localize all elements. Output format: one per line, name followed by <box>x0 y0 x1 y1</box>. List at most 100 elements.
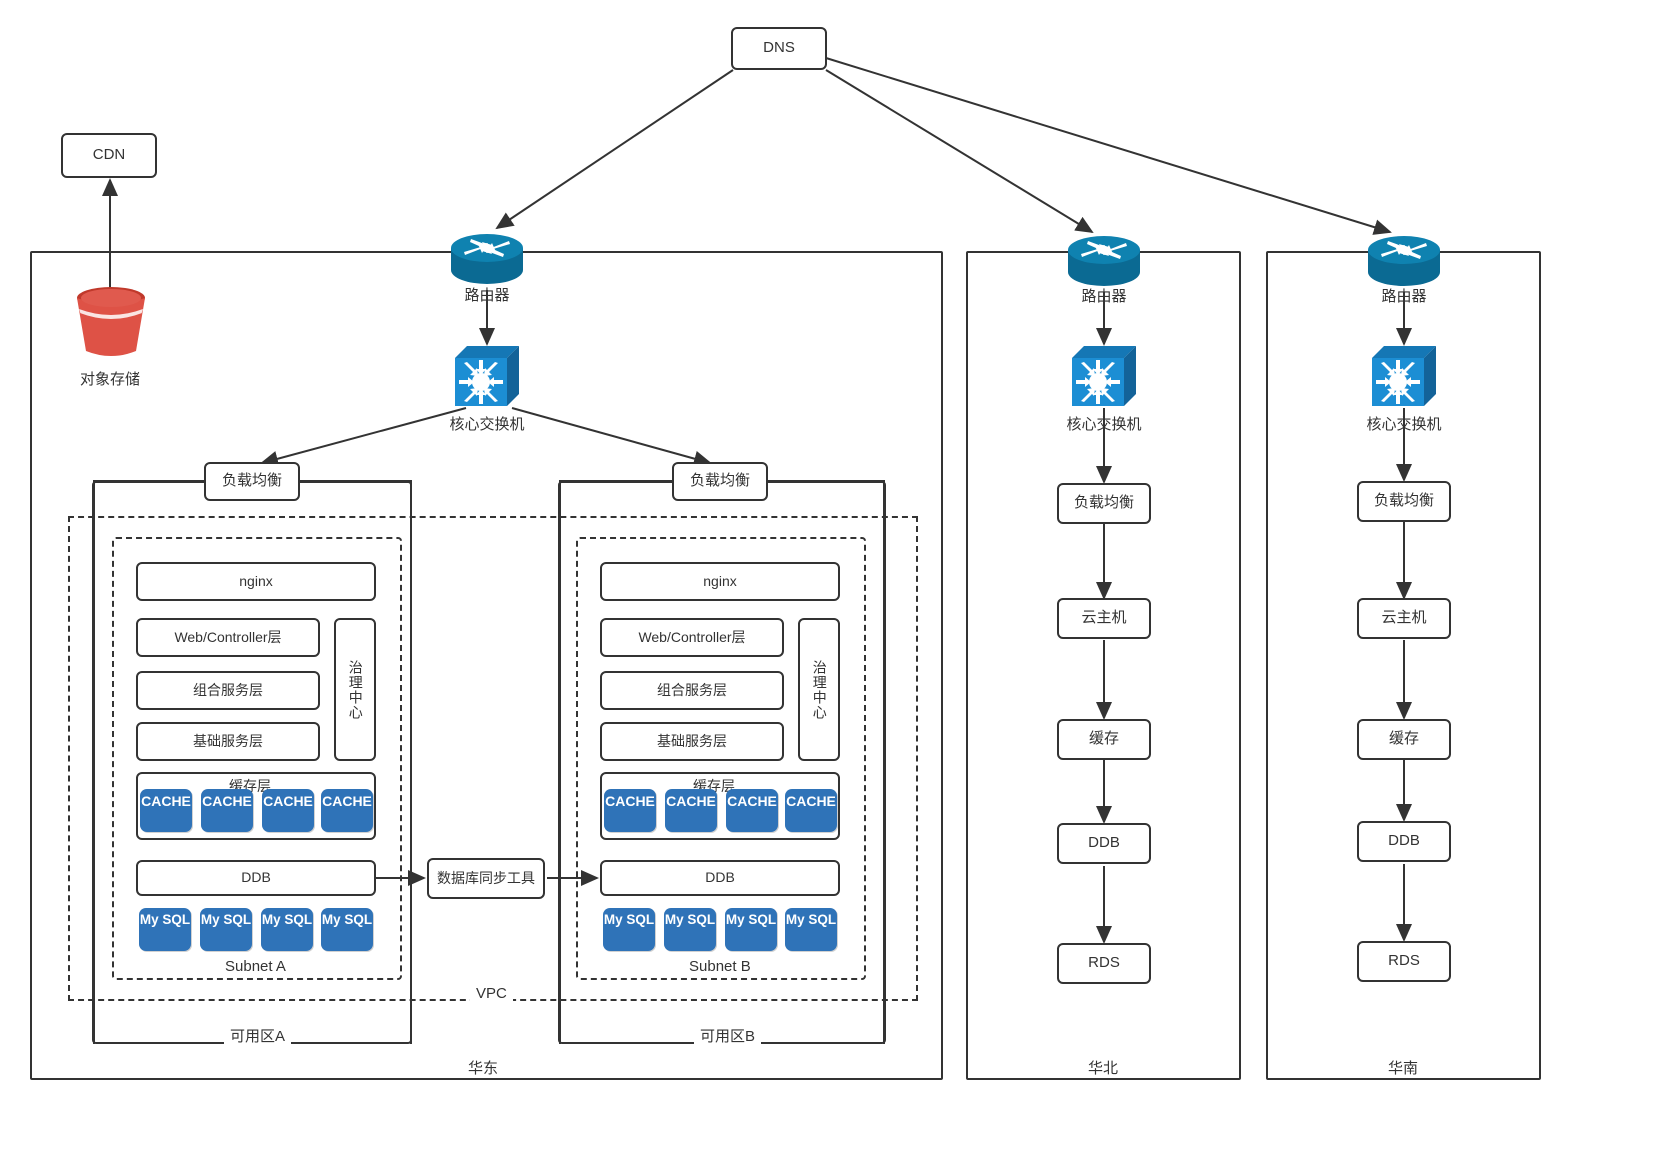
south-ddb-label: DDB <box>1388 832 1420 850</box>
south-load-balancer-label: 负载均衡 <box>1373 492 1434 510</box>
north-rds[interactable]: RDS <box>1057 943 1151 984</box>
basic-service-layer-b[interactable]: 基础服务层 <box>600 722 784 761</box>
basic-service-layer-a-label: 基础服务层 <box>193 732 263 749</box>
composite-service-layer-b[interactable]: 组合服务层 <box>600 671 784 710</box>
router-label-east: 路由器 <box>464 287 510 304</box>
cache-node-a-4-label: CACHE <box>322 793 372 809</box>
subnet-b <box>576 537 866 980</box>
cache-node-a-2-label: CACHE <box>202 793 252 809</box>
ddb-b[interactable]: DDB <box>600 860 840 896</box>
mysql-node-a-3[interactable]: My SQL <box>261 908 313 951</box>
router-icon-south[interactable] <box>1367 230 1441 292</box>
mysql-node-b-3[interactable]: My SQL <box>725 908 777 951</box>
cache-node-b-3[interactable]: CACHE <box>726 789 778 832</box>
az-a-label: 可用区A <box>224 1025 292 1046</box>
cache-node-b-2[interactable]: CACHE <box>665 789 717 832</box>
vpc-label: VPC <box>470 985 513 1002</box>
router-label-north: 路由器 <box>1081 288 1127 305</box>
north-rds-label: RDS <box>1088 954 1120 972</box>
mysql-node-b-1-label: My SQL <box>603 912 655 927</box>
south-ddb[interactable]: DDB <box>1357 821 1451 862</box>
basic-service-layer-a[interactable]: 基础服务层 <box>136 722 320 761</box>
south-cloud-host[interactable]: 云主机 <box>1357 598 1451 639</box>
mysql-node-b-4[interactable]: My SQL <box>785 908 837 951</box>
mysql-node-a-3-label: My SQL <box>261 912 313 927</box>
composite-service-layer-a[interactable]: 组合服务层 <box>136 671 320 710</box>
web-controller-layer-b[interactable]: Web/Controller层 <box>600 618 784 657</box>
core-switch-label-north: 核心交换机 <box>1066 416 1142 433</box>
mysql-node-b-2[interactable]: My SQL <box>664 908 716 951</box>
north-cloud-host[interactable]: 云主机 <box>1057 598 1151 639</box>
mysql-node-a-1[interactable]: My SQL <box>139 908 191 951</box>
cache-node-b-2-label: CACHE <box>666 793 716 809</box>
north-cloud-host-label: 云主机 <box>1081 609 1127 627</box>
cdn-node[interactable]: CDN <box>61 133 157 178</box>
object-storage-icon[interactable] <box>72 285 150 361</box>
object-storage-label: 对象存储 <box>79 371 140 388</box>
core-switch-label-east: 核心交换机 <box>449 416 525 433</box>
south-cache[interactable]: 缓存 <box>1357 719 1451 760</box>
nginx-b-label: nginx <box>703 572 737 589</box>
mysql-node-b-2-label: My SQL <box>664 912 716 927</box>
mysql-node-a-4-label: My SQL <box>321 912 373 927</box>
cache-node-b-1-label: CACHE <box>605 793 655 809</box>
north-ddb-label: DDB <box>1088 834 1120 852</box>
subnet-a <box>112 537 402 980</box>
core-switch-icon-north[interactable] <box>1072 344 1136 408</box>
cdn-label: CDN <box>92 146 126 164</box>
load-balancer-a[interactable]: 负载均衡 <box>204 462 300 501</box>
cache-node-b-4-label: CACHE <box>786 793 836 809</box>
governance-center-a[interactable]: 治理中心 <box>334 618 376 761</box>
region-north-label: 华北 <box>1082 1057 1125 1078</box>
composite-service-layer-a-label: 组合服务层 <box>193 681 263 698</box>
cache-node-b-3-label: CACHE <box>727 793 777 809</box>
mysql-node-b-1[interactable]: My SQL <box>603 908 655 951</box>
south-rds[interactable]: RDS <box>1357 941 1451 982</box>
basic-service-layer-b-label: 基础服务层 <box>657 732 727 749</box>
load-balancer-a-label: 负载均衡 <box>221 472 282 490</box>
north-load-balancer-label: 负载均衡 <box>1073 494 1134 512</box>
dns-node[interactable]: DNS <box>731 27 827 70</box>
db-sync-tool-label: 数据库同步工具 <box>437 869 535 886</box>
mysql-node-a-4[interactable]: My SQL <box>321 908 373 951</box>
cache-node-b-4[interactable]: CACHE <box>785 789 837 832</box>
web-controller-layer-a[interactable]: Web/Controller层 <box>136 618 320 657</box>
ddb-a-label: DDB <box>241 869 271 886</box>
cache-node-a-1[interactable]: CACHE <box>140 789 192 832</box>
subnet-b-label: Subnet B <box>683 958 757 975</box>
core-switch-icon-south[interactable] <box>1372 344 1436 408</box>
mysql-node-a-2[interactable]: My SQL <box>200 908 252 951</box>
governance-center-b[interactable]: 治理中心 <box>798 618 840 761</box>
nginx-a-label: nginx <box>239 572 273 589</box>
south-cloud-host-label: 云主机 <box>1381 609 1427 627</box>
ddb-a[interactable]: DDB <box>136 860 376 896</box>
mysql-node-b-3-label: My SQL <box>725 912 777 927</box>
nginx-a[interactable]: nginx <box>136 562 376 601</box>
load-balancer-b[interactable]: 负载均衡 <box>672 462 768 501</box>
north-cache[interactable]: 缓存 <box>1057 719 1151 760</box>
region-east-label: 华东 <box>462 1057 505 1078</box>
router-icon-north[interactable] <box>1067 230 1141 292</box>
cache-node-a-2[interactable]: CACHE <box>201 789 253 832</box>
nginx-b[interactable]: nginx <box>600 562 840 601</box>
dns-label: DNS <box>763 39 795 57</box>
north-load-balancer[interactable]: 负载均衡 <box>1057 483 1151 524</box>
composite-service-layer-b-label: 组合服务层 <box>657 681 727 698</box>
router-icon-east[interactable] <box>450 228 524 290</box>
north-ddb[interactable]: DDB <box>1057 823 1151 864</box>
cache-node-a-4[interactable]: CACHE <box>321 789 373 832</box>
core-switch-label-south: 核心交换机 <box>1366 416 1442 433</box>
governance-center-b-label: 治理中心 <box>811 659 828 720</box>
router-label-south: 路由器 <box>1381 288 1427 305</box>
db-sync-tool[interactable]: 数据库同步工具 <box>427 858 545 899</box>
cache-node-a-1-label: CACHE <box>141 793 191 809</box>
web-controller-layer-b-label: Web/Controller层 <box>638 628 746 645</box>
cache-node-a-3-label: CACHE <box>263 793 313 809</box>
cache-node-a-3[interactable]: CACHE <box>262 789 314 832</box>
core-switch-icon-east[interactable] <box>455 344 519 408</box>
mysql-node-a-2-label: My SQL <box>200 912 252 927</box>
south-rds-label: RDS <box>1388 952 1420 970</box>
governance-center-a-label: 治理中心 <box>347 659 364 720</box>
cache-node-b-1[interactable]: CACHE <box>604 789 656 832</box>
south-load-balancer[interactable]: 负载均衡 <box>1357 481 1451 522</box>
